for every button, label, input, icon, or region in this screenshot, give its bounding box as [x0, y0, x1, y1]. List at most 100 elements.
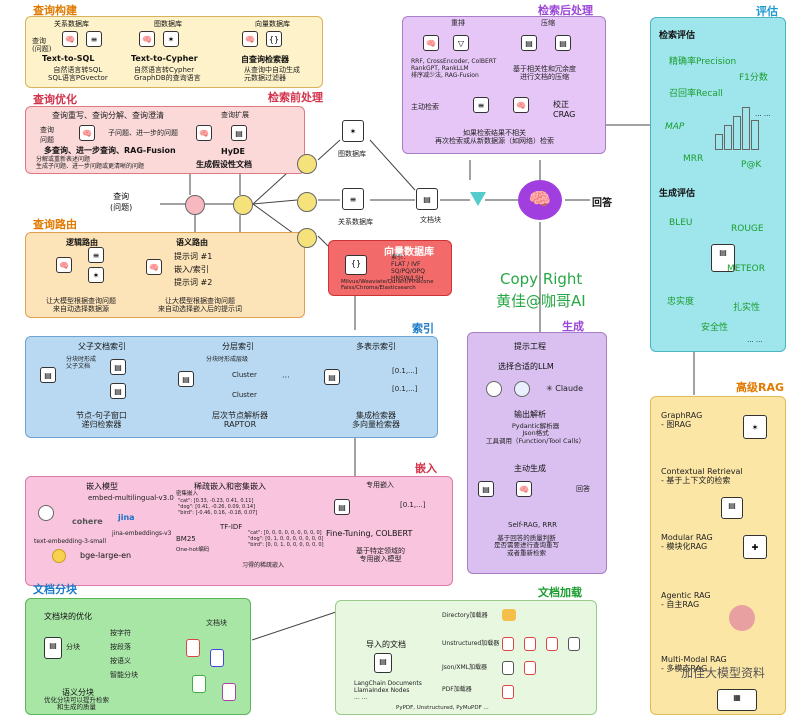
claude-logo-icon: ✳ Claude: [546, 384, 584, 393]
hierarchy-desc: 分块时形成层级: [206, 356, 249, 363]
modular-rag-label: Modular RAG - 模块化RAG: [661, 533, 713, 552]
vector-2: [0.1,...]: [392, 385, 418, 393]
parent-child-desc: 分块时形成 父子文档: [66, 356, 97, 370]
doc-icon: ▤: [40, 367, 56, 383]
prompt-2: 提示词 #2: [174, 278, 213, 287]
doc-icon: ▤: [231, 125, 247, 141]
parent-child-bottom: 节点-句子窗口 递归检索器: [76, 411, 127, 430]
imported-docs-label: 导入的文档: [366, 640, 406, 649]
database-icon: ≡: [473, 97, 489, 113]
graphdb-icon: ✶: [342, 120, 364, 142]
answer-label: 回答: [592, 198, 612, 209]
active-gen-label: 主动生成: [514, 464, 546, 473]
sparse-vectors: "cat": [0, 0, 0, 0, 0, 0, 0, 0, 0] "dog"…: [248, 530, 324, 548]
map-metric: MAP: [665, 122, 685, 132]
query-optimize-panel: 查询重写、查询分解、查询澄清 查询 问题 🧠 子问题、进一步的问题 多查询、进一…: [25, 106, 305, 174]
section-title-pre-process: 检索前处理: [268, 91, 323, 104]
doc-chunk-icon: [222, 683, 236, 701]
precision-metric: 精确率Precision: [669, 57, 737, 67]
meteor-metric: METEOR: [727, 264, 765, 274]
section-title-eval: 评估: [756, 5, 778, 18]
multi-rep-bottom: 集成检索器 多向量检索器: [352, 411, 400, 430]
filter-icon: [470, 192, 486, 206]
openai-logo-icon: [486, 381, 502, 397]
cluster-2: Cluster: [232, 391, 257, 399]
rerank-methods: RRF, CrossEncoder, ColBERT RankGPT, Rank…: [411, 58, 497, 79]
section-title-query-route: 查询路由: [33, 218, 77, 231]
query-route-panel: 逻辑路由 🧠 ≡ ✶ 让大模型根据查询问题 来自动选择数据源 语义路由 🧠 提示…: [25, 232, 305, 318]
vdb-title: 向量数据库: [384, 247, 434, 258]
graph-icon: ✶: [88, 267, 104, 283]
prompt-1: 提示词 #1: [174, 252, 213, 261]
self-rag-desc: 基于回答的质量判断 是否需要进行查询重写 或者重新检索: [494, 534, 559, 557]
brain-icon: 🧠: [139, 31, 155, 47]
brain-icon: 🧠: [423, 35, 439, 51]
multi-rep-index-title: 多表示索引: [356, 342, 396, 351]
vdb-index-types: 索引： FLAT / IVF SQ/PQ/OPQ HNSW/LSH: [391, 254, 425, 282]
contextual-retrieval-label: Contextual Retrieval - 基于上下文的检索: [661, 467, 743, 486]
section-title-doc-load: 文档加载: [538, 586, 582, 599]
gemini-logo-icon: [514, 381, 530, 397]
f1-metric: F1分数: [739, 73, 768, 83]
doc-chunk-title: 文档块: [206, 619, 227, 627]
image-icon: ▦: [717, 689, 757, 711]
pk-metric: P@K: [741, 160, 762, 170]
self-query-desc: 从查询中自动生成 元数据过滤器: [244, 66, 300, 83]
doc-lib-label: LangChain Documents LlamaIndex Nodes ...…: [354, 680, 422, 701]
smart-split: 智能分块: [110, 671, 138, 679]
pdf-libs-label: PyPDF, Unstructured, PyMuPDF ...: [396, 705, 489, 711]
doc-chunk-label: 文档块: [420, 216, 441, 224]
bar-chart-icon: [715, 104, 771, 150]
copyright-label: Copy Right: [500, 270, 583, 288]
self-rag-label: Self-RAG, RRR: [508, 521, 558, 529]
crag-label: 校正 CRAG: [553, 100, 576, 119]
chunking-label: 分块: [66, 643, 80, 651]
vector-db-icon: {}: [266, 31, 282, 47]
faithfulness-metric: 忠实度: [667, 297, 695, 307]
doc-icon: ▤: [110, 383, 126, 399]
pdf-file-icon: [502, 685, 514, 699]
doc-icon: ▤: [374, 653, 392, 673]
author-label: 黄佳@咖哥AI: [496, 292, 586, 310]
brain-icon: 🧠: [146, 259, 162, 275]
doc-icon: ▤: [110, 359, 126, 375]
model-bge: bge-large-en: [80, 551, 132, 560]
doc-icon: ▤: [555, 35, 571, 51]
filter-icon: ▽: [453, 35, 469, 51]
split-by-paragraph: 按段落: [110, 643, 131, 651]
doc-icon: ▤: [478, 481, 494, 497]
multi-query-label: 多查询、进一步查询、RAG-Fusion: [44, 146, 176, 155]
unstructured-loader: Unstructured加载器: [442, 640, 500, 647]
section-title-generate: 生成: [562, 320, 584, 333]
query-label: 查询 (问题): [32, 37, 52, 54]
file-icon: [524, 637, 536, 651]
output-parse-label: 输出解析: [514, 410, 546, 419]
doc-icon: ▤: [521, 35, 537, 51]
text-to-cypher: Text-to-Cypher: [131, 54, 198, 63]
brain-icon: 🧠: [62, 31, 78, 47]
section-title-post-process: 检索后处理: [538, 4, 593, 17]
optimize-node: [185, 195, 205, 215]
doc-chunk-icon: [192, 675, 206, 693]
folder-icon: [502, 609, 516, 621]
brain-icon: 🧠: [516, 481, 532, 497]
watermark-text: 加佳大模型资料: [681, 666, 766, 680]
graphdb-label: 图数据库: [338, 150, 366, 158]
special-embed-title: 专用嵌入: [366, 481, 394, 489]
logic-route-label: 逻辑路由: [66, 238, 98, 247]
reldb-icon: ≡: [342, 188, 364, 210]
compress-desc: 基于相关性和冗余度 进行文档的压缩: [513, 65, 576, 82]
graphdb-title: 图数据库: [154, 20, 182, 28]
doc-chunk-icon: [210, 649, 224, 667]
hierarchy-bottom: 层次节点解析器 RAPTOR: [212, 411, 268, 430]
text-to-sql-desc: 自然语言转SQL SQL语言PGvector: [48, 66, 108, 83]
crag-desc: 如果检索结果不相关 再次检索或从新数据源（如网络）检索: [435, 129, 554, 146]
dense-vectors: "cat": [0.33, -0.23, 0.41, 0.11] "dog": …: [178, 498, 258, 516]
semantic-chunk-desc: 优化分块可以提升检索 和生成的质量: [44, 696, 109, 712]
index-panel: 父子文档索引 分块时形成 父子文档 ▤ ▤ ▤ 节点-句子窗口 递归检索器 分层…: [25, 336, 438, 438]
compress-label: 压缩: [541, 19, 555, 27]
section-title-doc-split: 文档分块: [33, 583, 77, 596]
sparse-dense-title: 稀疏嵌入和密集嵌入: [194, 482, 266, 491]
text-to-cypher-desc: 自然语言转Cypher GraphDB的查询语言: [134, 66, 201, 83]
generate-panel: 提示工程 选择合适的LLM ✳ Claude 输出解析 Pydantic解析器 …: [467, 332, 607, 574]
